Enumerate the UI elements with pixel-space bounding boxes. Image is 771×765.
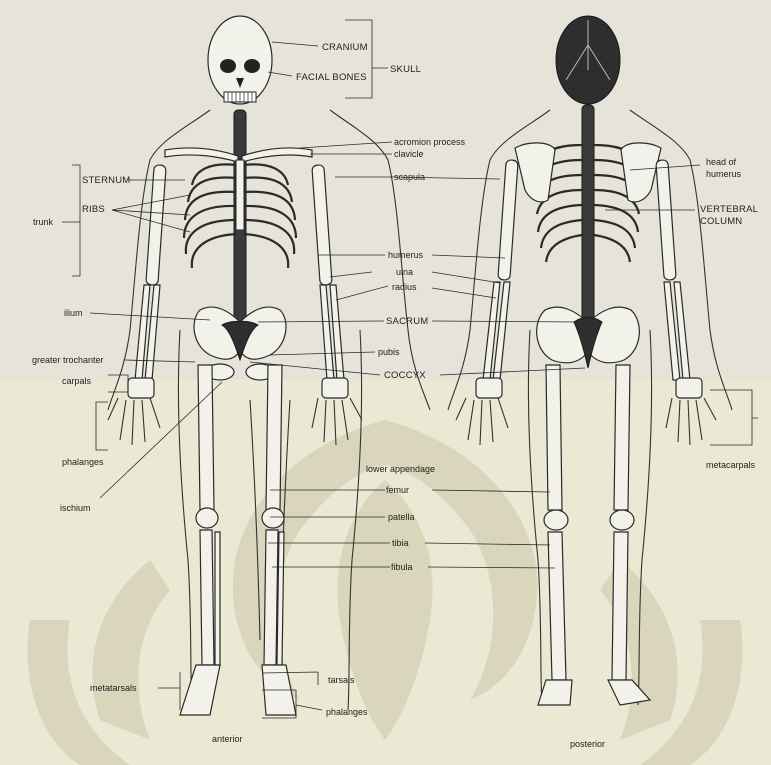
label-radius: radius — [392, 282, 417, 292]
label-head-of-humerus-line2: humerus — [706, 169, 742, 179]
label-fibula: fibula — [391, 562, 413, 572]
label-clavicle: clavicle — [394, 149, 424, 159]
label-ilium: ilium — [64, 308, 83, 318]
label-trunk: trunk — [33, 217, 54, 227]
label-phalanges-hand: phalanges — [62, 457, 104, 467]
label-lower-appendage: lower appendage — [366, 464, 435, 474]
label-cranium: CRANIUM — [322, 42, 368, 53]
label-ischium: ischium — [60, 503, 91, 513]
label-scapula: scapula — [394, 172, 425, 182]
label-acromion-process: acromion process — [394, 137, 466, 147]
label-coccyx: COCCYX — [384, 370, 426, 381]
label-pubis: pubis — [378, 347, 400, 357]
label-femur: femur — [386, 485, 409, 495]
label-carpals: carpals — [62, 376, 92, 386]
label-view-anterior: anterior — [212, 734, 243, 744]
label-ribs: RIBS — [82, 204, 105, 215]
label-ulna: ulna — [396, 267, 413, 277]
label-vertebral-column-line2: COLUMN — [700, 216, 742, 227]
label-sternum: STERNUM — [82, 175, 130, 186]
label-skull: SKULL — [390, 64, 421, 75]
label-greater-trochanter: greater trochanter — [32, 355, 104, 365]
label-tibia: tibia — [392, 538, 409, 548]
label-vertebral-column-line1: VERTEBRAL — [700, 204, 758, 215]
anterior-skull — [208, 16, 272, 104]
label-metatarsals: metatarsals — [90, 683, 137, 693]
label-phalanges-foot: phalanges — [326, 707, 368, 717]
label-view-posterior: posterior — [570, 739, 605, 749]
label-head-of-humerus-line1: head of — [706, 157, 737, 167]
label-sacrum: SACRUM — [386, 316, 428, 327]
label-humerus: humerus — [388, 250, 424, 260]
label-metacarpals: metacarpals — [706, 460, 756, 470]
label-facial-bones: FACIAL BONES — [296, 72, 367, 83]
label-tarsals: tarsals — [328, 675, 355, 685]
label-patella: patella — [388, 512, 415, 522]
